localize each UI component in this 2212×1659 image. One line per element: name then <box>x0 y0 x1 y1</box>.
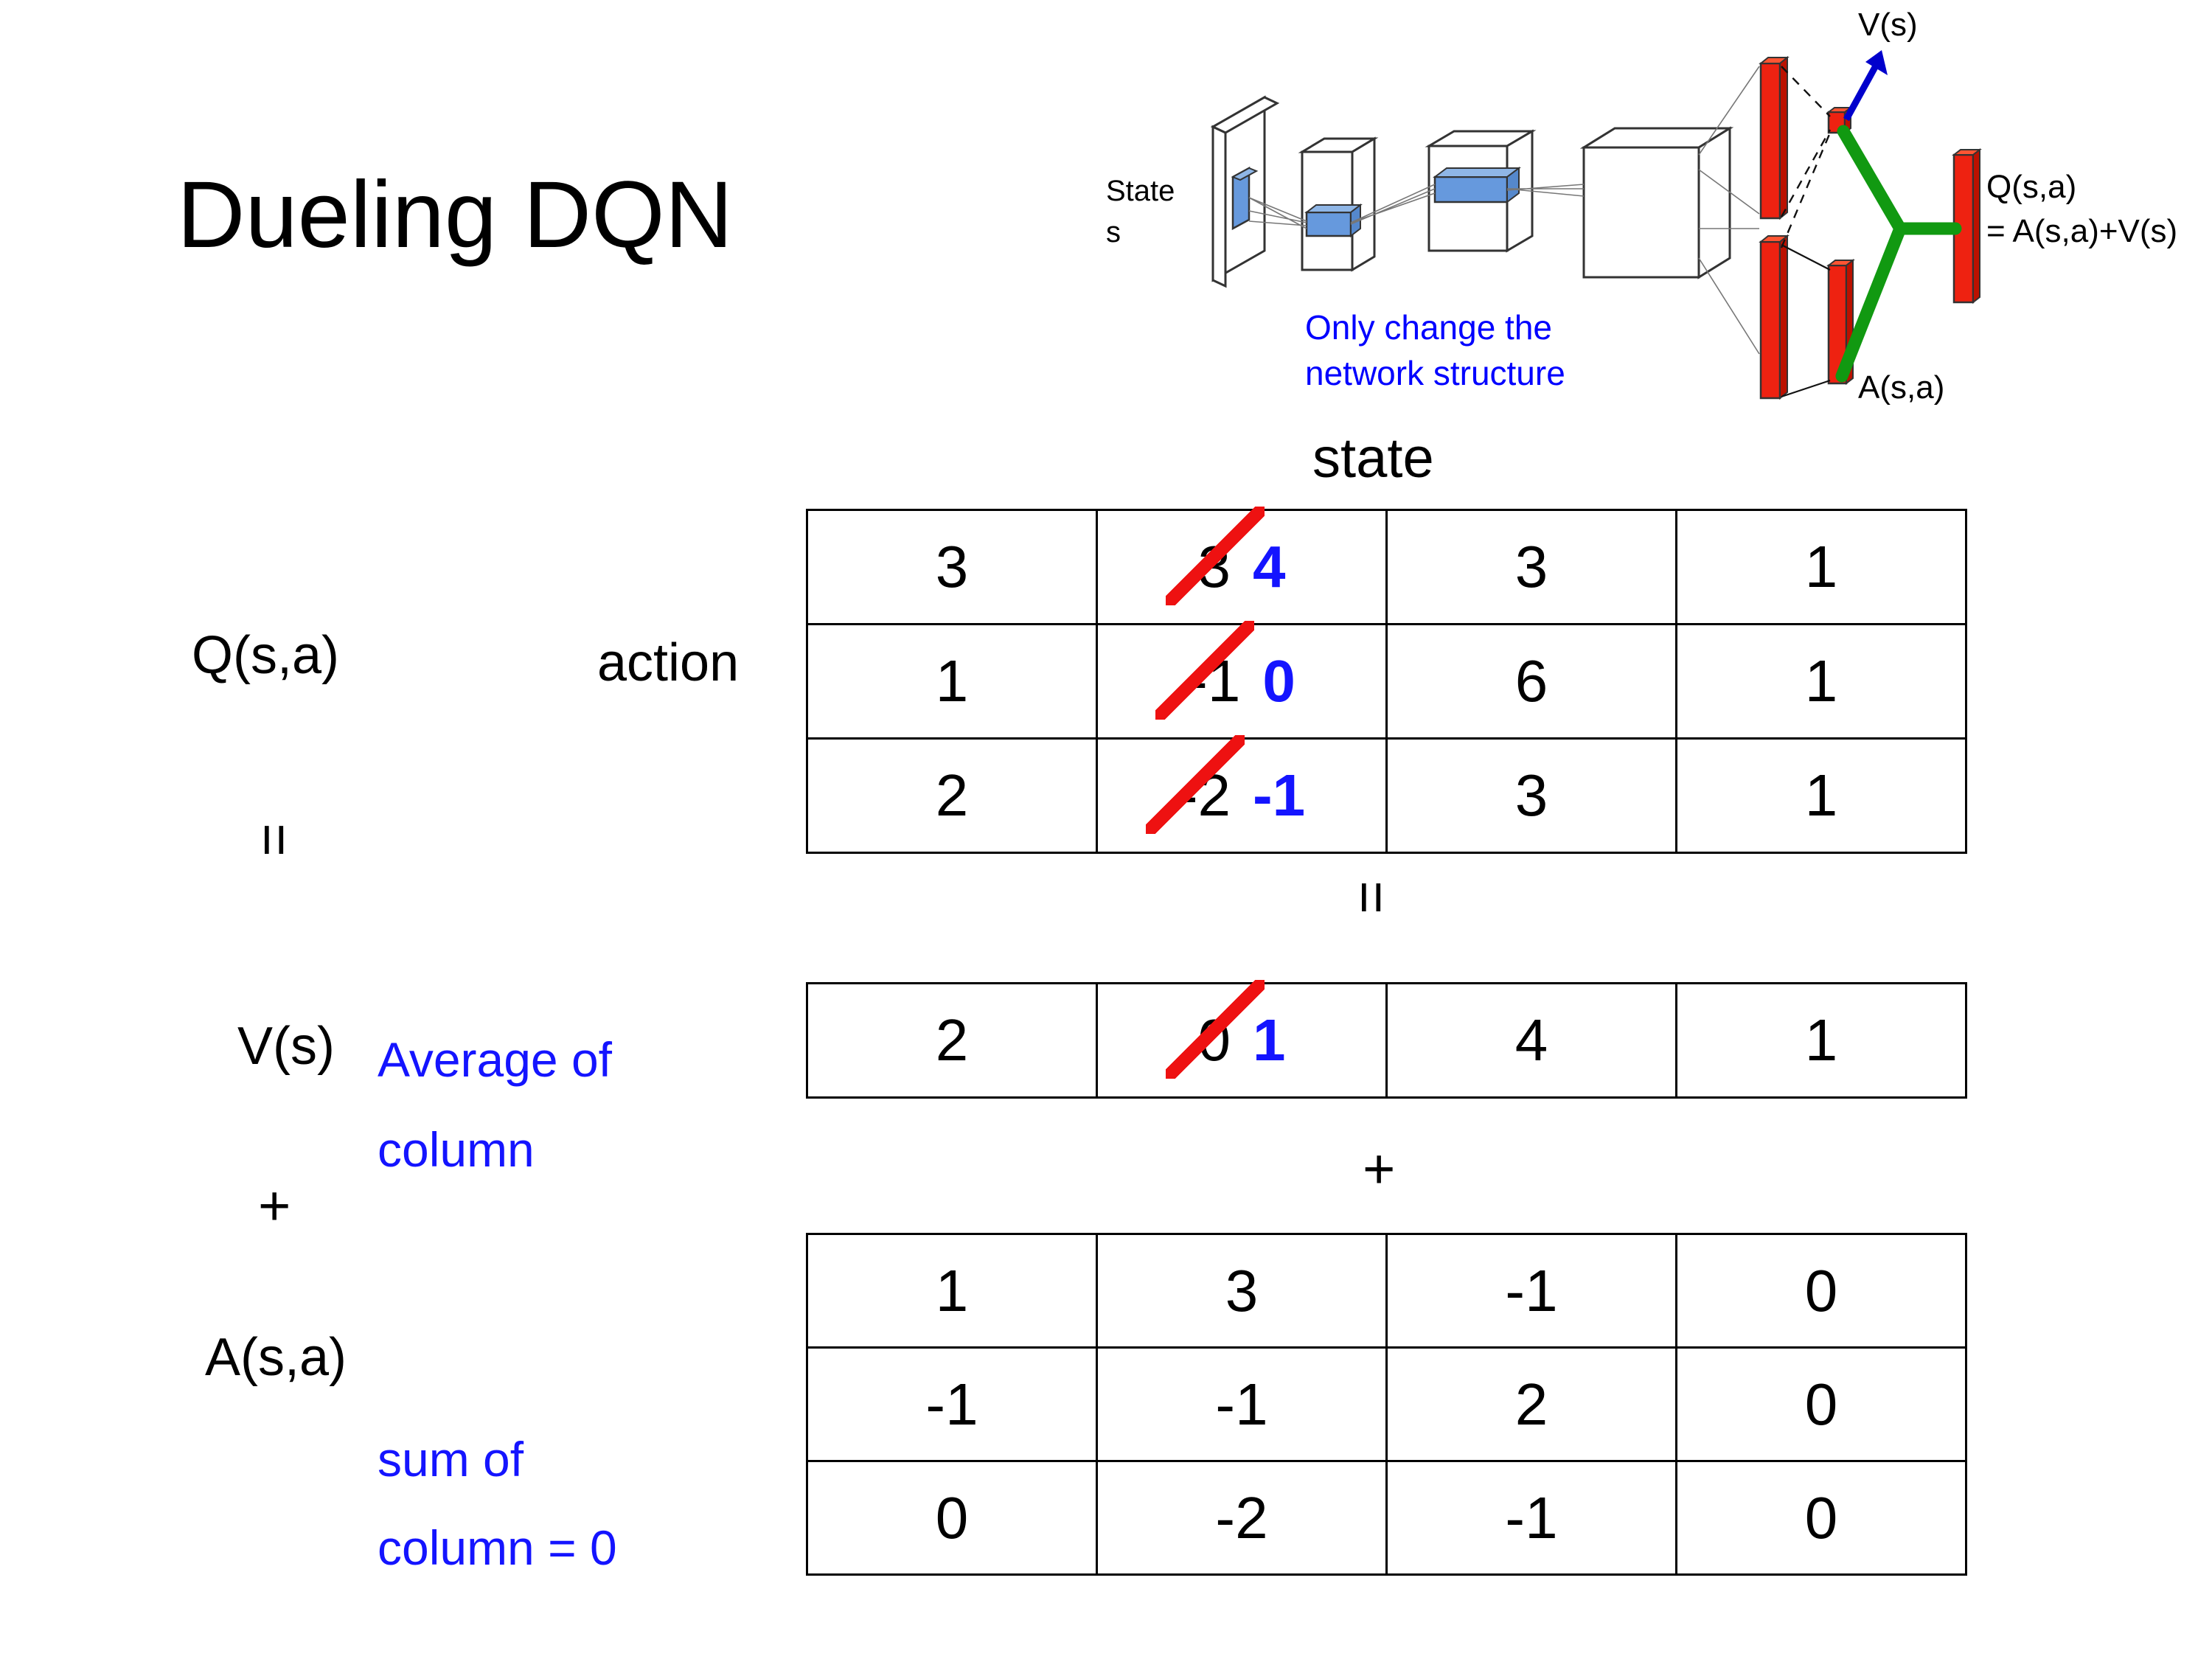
label-v-s: V(s) <box>237 1017 335 1076</box>
v-cell-c2[interactable]: 4 <box>1385 982 1677 1099</box>
q-cell-r0c0[interactable]: 3 <box>806 509 1098 625</box>
a-cell-r1c0[interactable]: -1 <box>806 1346 1098 1462</box>
struck-old-value: -2 <box>1145 735 1245 834</box>
struck-old-value: 3 <box>1165 507 1264 605</box>
table-row: 2 0 1 4 1 <box>806 980 1967 1099</box>
v-cell-c0[interactable]: 2 <box>806 982 1098 1099</box>
v-cell-c3[interactable]: 1 <box>1675 982 1967 1099</box>
q-cell-r1c3[interactable]: 1 <box>1675 623 1967 740</box>
plus-mid-operator: + <box>1363 1138 1396 1200</box>
struck-old-value: 0 <box>1165 980 1264 1079</box>
v-note-line2: column <box>378 1122 535 1177</box>
table-row: -1 -1 2 0 <box>806 1346 1967 1462</box>
a-cell-r2c0[interactable]: 0 <box>806 1460 1098 1576</box>
a-cell-r1c3[interactable]: 0 <box>1675 1346 1967 1462</box>
q-cell-r2c1[interactable]: -2 -1 <box>1096 735 1388 854</box>
diagram-vs-label: V(s) <box>1858 7 1918 43</box>
diagram-note-line1: Only change the <box>1305 308 1552 347</box>
corrected-value: 0 <box>1262 648 1295 714</box>
a-cell-r1c2[interactable]: 2 <box>1385 1346 1677 1462</box>
q-cell-r0c3[interactable]: 1 <box>1675 509 1967 625</box>
diagram-state-label-line1: State <box>1106 175 1175 207</box>
q-cell-r2c0[interactable]: 2 <box>806 737 1098 854</box>
diagram-asa-label: A(s,a) <box>1858 369 1944 406</box>
diagram-state-label-line2: s <box>1106 216 1121 248</box>
v-value-table: 2 0 1 4 1 <box>806 980 1967 1099</box>
q-cell-r1c2[interactable]: 6 <box>1385 623 1677 740</box>
label-a-sa: A(s,a) <box>205 1328 347 1387</box>
a-cell-r2c1[interactable]: -2 <box>1096 1460 1388 1576</box>
plus-left-operator: + <box>258 1175 291 1237</box>
q-cell-r1c1[interactable]: -1 0 <box>1096 621 1388 740</box>
table-row: 2 -2 -1 3 1 <box>806 735 1967 854</box>
struck-old-value: -1 <box>1155 621 1255 720</box>
a-cell-r0c0[interactable]: 1 <box>806 1233 1098 1349</box>
diagram-qsa-label-line1: Q(s,a) <box>1986 169 2076 205</box>
a-cell-r0c2[interactable]: -1 <box>1385 1233 1677 1349</box>
equals-mid-operator: = <box>1339 880 1405 914</box>
q-cell-r2c2[interactable]: 3 <box>1385 737 1677 854</box>
corrected-value: 1 <box>1253 1007 1286 1073</box>
v-note-line1: Average of <box>378 1032 613 1087</box>
corrected-value: -1 <box>1253 762 1306 828</box>
state-axis-label: state <box>1312 427 1434 490</box>
a-note-line1: sum of <box>378 1432 524 1486</box>
table-row: 3 3 4 3 1 <box>806 507 1967 625</box>
diagram-note-line2: network structure <box>1305 354 1565 392</box>
equals-q-decomposition: = <box>242 823 307 857</box>
dueling-network-diagram: State s V(s) A(s,a) Q(s,a) = A(s,a)+V(s)… <box>1091 7 2205 420</box>
q-value-table: 3 3 4 3 1 1 -1 0 6 1 2 -2 -1 3 1 <box>806 507 1967 854</box>
a-cell-r2c3[interactable]: 0 <box>1675 1460 1967 1576</box>
a-note-line2: column = 0 <box>378 1520 617 1575</box>
v-cell-c1[interactable]: 0 1 <box>1096 980 1388 1099</box>
page-title: Dueling DQN <box>177 162 734 268</box>
a-value-table: 1 3 -1 0 -1 -1 2 0 0 -2 -1 0 <box>806 1233 1967 1576</box>
q-cell-r0c1[interactable]: 3 4 <box>1096 507 1388 625</box>
diagram-qsa-label-line2: = A(s,a)+V(s) <box>1986 213 2177 249</box>
a-cell-r2c2[interactable]: -1 <box>1385 1460 1677 1576</box>
table-row: 1 3 -1 0 <box>806 1233 1967 1349</box>
corrected-value: 4 <box>1253 534 1286 599</box>
q-cell-r0c2[interactable]: 3 <box>1385 509 1677 625</box>
action-axis-label: action <box>597 633 740 692</box>
table-row: 1 -1 0 6 1 <box>806 621 1967 740</box>
a-cell-r1c1[interactable]: -1 <box>1096 1346 1388 1462</box>
q-cell-r1c0[interactable]: 1 <box>806 623 1098 740</box>
q-cell-r2c3[interactable]: 1 <box>1675 737 1967 854</box>
a-cell-r0c1[interactable]: 3 <box>1096 1233 1388 1349</box>
label-q-sa: Q(s,a) <box>192 626 340 685</box>
a-cell-r0c3[interactable]: 0 <box>1675 1233 1967 1349</box>
table-row: 0 -2 -1 0 <box>806 1460 1967 1576</box>
